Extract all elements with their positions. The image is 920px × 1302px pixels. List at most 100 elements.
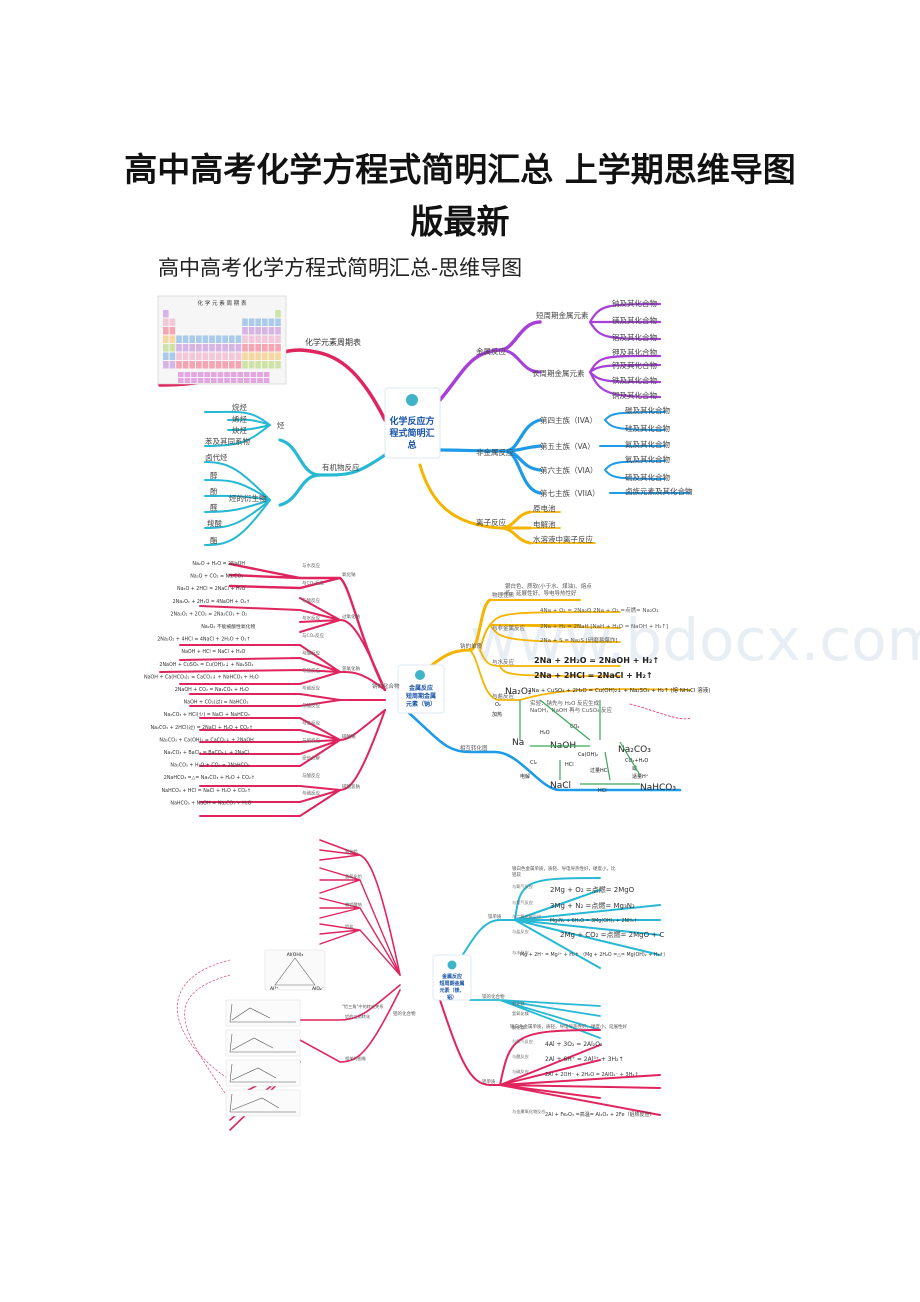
node-na-nonmetal: 与非金属反应 (492, 624, 526, 632)
document-title-line-1: 高中高考化学方程式简明汇总 上学期思维导图 (124, 150, 796, 189)
map2-center-line1: 金属反应 (408, 684, 433, 692)
mg-compound-label: 氧化镁 (512, 1000, 525, 1007)
na-compound-reaction-label: 与碱反应 (302, 737, 320, 744)
periodic-table-cell (242, 318, 248, 326)
leaf-electrolysis: 电解池 (533, 519, 556, 529)
na-compound-equation: 2Na₂O₂ + 4HCl = 4NaCl + 2H₂O + O₂↑ (157, 637, 250, 643)
mg-compound-label: 氯化镁 (512, 1024, 525, 1031)
periodic-table-cell (217, 378, 224, 383)
periodic-table-cell (215, 344, 222, 352)
na-cycle-label: Cl₂ (530, 760, 537, 766)
na-cycle-label: NaCl (550, 781, 571, 791)
periodic-table-cell (242, 352, 248, 360)
al-graph-curve (229, 1063, 296, 1083)
al-compound-group: 铝盐 (345, 923, 353, 930)
node-long-period: 长周期金属元素 (532, 368, 585, 378)
periodic-table-cell (204, 372, 210, 377)
na-cycle-label: HCl (565, 762, 574, 768)
periodic-table-cell (255, 318, 261, 326)
na-cycle-label: 电解 (520, 773, 530, 780)
na-compound-reaction-label: 与酸反应 (302, 702, 320, 709)
periodic-table-cell (191, 378, 197, 383)
mg-reaction-label: 与盐反应 (512, 928, 529, 935)
periodic-table-cell (262, 352, 268, 360)
leaf-alcohol: 醇 (210, 470, 218, 480)
al-graph-curve (229, 1003, 296, 1023)
leaf-cell: 原电池 (533, 503, 556, 513)
na-compound-reaction-label: 与水反应 (302, 615, 320, 622)
periodic-table-title: 化 学 元 素 周 期 表 (198, 299, 247, 307)
leaf-n: 氮及其化合物 (625, 439, 670, 449)
periodic-table-cell (248, 344, 255, 352)
na-compound-equation: Na₂CO₃ + 2HCl(过) = 2NaCl + H₂O + CO₂↑ (151, 724, 253, 731)
periodic-table-cell (202, 344, 209, 352)
periodic-table-cell (255, 335, 261, 343)
leaf-cu: 铜及其化合物 (612, 390, 657, 400)
node-hydrocarbon: 烃 (277, 420, 285, 430)
periodic-table-cell (184, 372, 191, 377)
na-compound-equation: Na₂CO₃ + BaCl₂ = BaCO₃↓ + 2NaCl (164, 750, 249, 756)
al-graph-curve (229, 1093, 296, 1113)
periodic-table-cell (255, 361, 261, 369)
periodic-table-cell (163, 344, 169, 352)
al-reaction-label: 与酸反应 (512, 1053, 529, 1060)
periodic-table-cell (176, 352, 182, 360)
periodic-table-cell (222, 335, 228, 343)
periodic-table-cell (229, 361, 235, 369)
node-na-water: 与水反应 (492, 658, 515, 666)
leaf-haloalkane: 卤代烃 (205, 452, 228, 462)
periodic-table-cell (229, 344, 235, 352)
leaf-benzene: 苯及其同系物 (205, 436, 250, 446)
periodic-table-cell (202, 352, 209, 360)
periodic-table-cell (169, 318, 176, 326)
na-compound-reaction-label: 受热分解 (302, 755, 320, 762)
eq-na-hcl: 2Na + 2HCl = 2NaCl + H₂↑ (534, 671, 653, 680)
al-equation: 4Al + 3O₂ = 2Al₂O₃ (545, 1041, 603, 1048)
al-compound-group: 氢氧化铝 (345, 873, 362, 880)
node-al-compound: 铝的化合物 (393, 1010, 416, 1017)
leaf-phenol: 酚 (210, 487, 218, 496)
map1-center-line1: 化学反应方 (389, 415, 434, 427)
na-compound-reaction-label: 与CO₂反应 (302, 632, 324, 639)
periodic-table-cell (235, 352, 242, 360)
periodic-table-cell (268, 318, 275, 326)
leaf-fe: 铁及其化合物 (612, 375, 657, 385)
al-triangle-diagram: Al(OH)₃ Al³⁺ AlO₂⁻ (264, 949, 326, 992)
eq-na-cuso4: 2Na + CuSO₄ + 2H₂O = Cu(OH)₂↓ + Na₂SO₄ +… (528, 686, 710, 694)
tri-aloh3: Al(OH)₃ (287, 952, 304, 958)
periodic-table-cell (262, 361, 268, 369)
node-group-via: 第六主族（VIA） (540, 465, 597, 475)
periodic-table-cell (163, 318, 169, 326)
na-props-text-1: 银白色、质软(小于水、煤油)、熔点 (505, 582, 592, 590)
periodic-table-cell (189, 335, 195, 343)
na-compound-equation: 2NaOH + CO₂ = Na₂CO₃ + H₂O (175, 687, 249, 693)
periodic-table-cell (248, 352, 255, 360)
na-compound-equation: Na₂CO₃ + H₂O + CO₂ = 2NaHCO₃ (170, 763, 249, 769)
na-compound-reaction-label: 与盐反应 (302, 720, 320, 727)
na-compound-equation: Na₂O + H₂O = 2NaOH (192, 561, 245, 567)
na-compound-reaction-label: 与碱反应 (302, 790, 320, 797)
map2-center-line3: 元素（钠） (406, 700, 436, 708)
periodic-table-cell (163, 327, 169, 335)
na-compound-equation: Na₂CO₃ + Ca(OH)₂ = CaCO₃↓ + 2NaOH (159, 737, 254, 743)
periodic-table-cell (242, 361, 248, 369)
na-compound-group: 氧化钠 (342, 571, 356, 578)
periodic-table-cell (275, 310, 281, 318)
na-compound-reaction-label: 与CO₂反应 (302, 580, 324, 587)
periodic-table-cell (235, 335, 242, 343)
leaf-s: 硫及其化合物 (625, 472, 670, 482)
periodic-table-cell (235, 361, 242, 369)
al-props-1: 银白色金属单质，质轻，导电导热性好，硬度小，延展性好 (510, 1023, 627, 1030)
periodic-table-cell (202, 361, 209, 369)
periodic-table-cell (255, 352, 261, 360)
na-compound-group: 过氧化钠 (342, 613, 360, 620)
leaf-mg: 镁及其化合物 (612, 315, 657, 325)
node-mg-compound: 镁的化合物 (482, 993, 505, 1000)
leaf-alkene: 烯烃 (232, 414, 247, 424)
mg-reaction-label: 与二氧化碳反应 (512, 913, 541, 920)
mg-equation: 2Mg + O₂ =点燃= 2MgO (550, 885, 635, 894)
na-compound-equation: 2Na₂O₂ + 2H₂O = 4NaOH + O₂↑ (173, 599, 250, 605)
eq-na-o2: 4Na + O₂ = 2Na₂O 2Na + O₂ =点燃= Na₂O₂ (540, 606, 659, 614)
periodic-table-cell (262, 344, 268, 352)
periodic-table-cell (215, 335, 222, 343)
